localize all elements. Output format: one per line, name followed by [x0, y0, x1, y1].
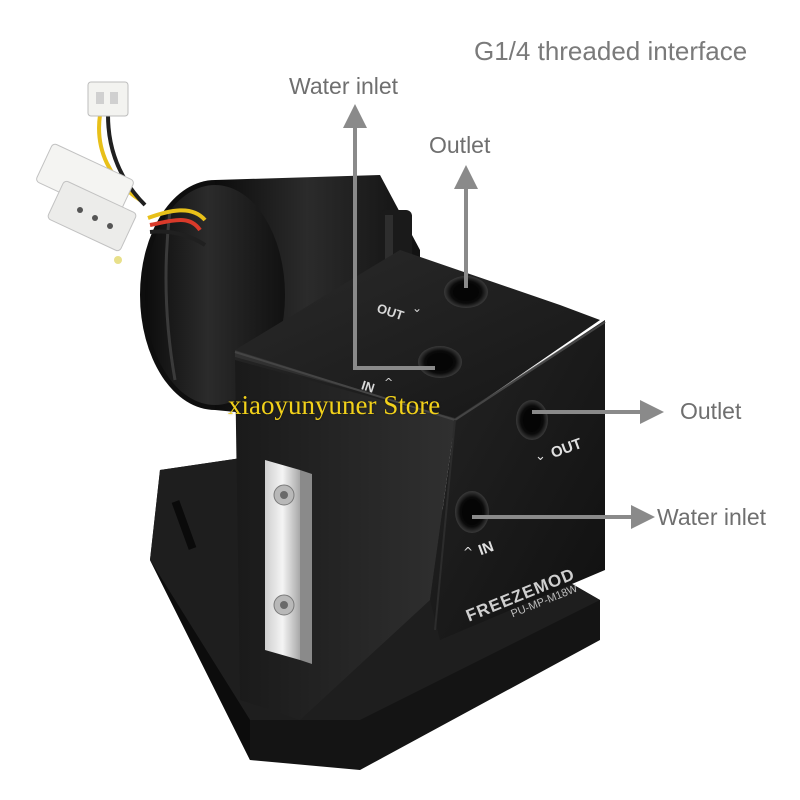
front-out-chevron: ⌄: [535, 449, 546, 464]
label-top-outlet: Outlet: [429, 132, 491, 158]
label-top-water-inlet: Water inlet: [289, 73, 399, 99]
side-bracket: [265, 460, 312, 664]
top-inlet-port: [418, 346, 462, 378]
power-cable: [36, 81, 207, 264]
top-outlet-port: [444, 276, 488, 308]
store-watermark: xiaoyunyuner Store: [228, 390, 441, 420]
front-inlet-port: [455, 491, 489, 533]
label-side-water-inlet: Water inlet: [657, 504, 767, 530]
arrow-top-water-inlet: [353, 122, 435, 370]
interface-headline: G1/4 threaded interface: [474, 36, 748, 66]
arrow-head-side-water-inlet: [631, 505, 655, 529]
front-in-chevron: ^: [463, 545, 473, 559]
arrow-head-side-outlet: [640, 400, 664, 424]
top-out-chevron: ⌄: [412, 301, 422, 315]
top-in-chevron: ^: [384, 376, 393, 389]
front-in-mark: IN: [476, 538, 496, 559]
top-in-mark: IN: [360, 377, 377, 395]
front-outlet-port: [516, 400, 548, 440]
arrow-head-top-outlet: [454, 165, 478, 189]
arrow-head-top-water-inlet: [343, 104, 367, 128]
pump-head: [234, 250, 606, 720]
label-side-outlet: Outlet: [680, 398, 742, 424]
